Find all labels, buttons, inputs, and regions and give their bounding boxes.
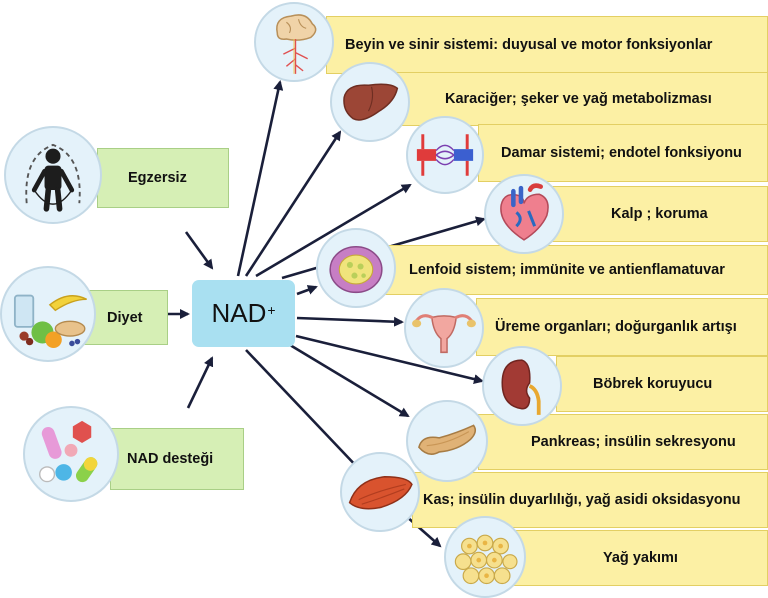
brain-nerves-icon — [254, 2, 334, 82]
input-label-egzersiz: Egzersiz — [128, 170, 187, 186]
effect-box-damar: Damar sistemi; endotel fonksiyonu — [478, 124, 768, 182]
arrow-to-pankreas — [289, 343, 410, 418]
effect-label-yag-yakimi: Yağ yakımı — [603, 550, 678, 566]
fat-cells-icon — [444, 516, 526, 598]
effect-box-kalp: Kalp ; koruma — [548, 186, 768, 242]
arrow-to-beyin — [236, 80, 284, 277]
effect-label-lenfoid: Lenfoid sistem; immünite ve antienflamat… — [409, 262, 725, 278]
input-box-nad-destegi: NAD desteği — [110, 428, 244, 490]
effect-label-kalp: Kalp ; koruma — [611, 206, 708, 222]
input-label-nad-destegi: NAD desteği — [127, 451, 214, 467]
liver-icon — [330, 62, 410, 142]
effect-label-bobrek: Böbrek koruyucu — [593, 376, 713, 392]
effect-box-pankreas: Pankreas; insülin sekresyonu — [478, 414, 768, 470]
arrow-to-damar — [255, 183, 412, 278]
heart-icon — [484, 174, 564, 254]
effect-label-damar: Damar sistemi; endotel fonksiyonu — [501, 145, 742, 161]
effect-label-beyin: Beyin ve sinir sistemi: duyusal ve motor… — [345, 37, 713, 53]
arrow-to-kas — [245, 349, 362, 472]
effect-label-kas: Kas; insülin duyarlılığı, yağ asidi oksi… — [423, 492, 741, 508]
nad-center-box: NAD+ — [192, 280, 295, 347]
nad-superscript: + — [267, 301, 276, 318]
arrow-to-lenfoid — [296, 285, 318, 296]
blood-vessels-icon — [406, 116, 484, 194]
kidney-icon — [482, 346, 562, 426]
arrow-egzersiz-to-nad — [184, 231, 214, 270]
arrow-to-karaciger — [244, 130, 342, 277]
pancreas-icon — [406, 400, 488, 482]
food-icon — [0, 266, 96, 362]
effect-box-lenfoid: Lenfoid sistem; immünite ve antienflamat… — [384, 245, 768, 295]
arrow-to-bobrek — [295, 334, 484, 384]
arrow-nad-destegi-to-nad — [186, 356, 214, 409]
uterus-icon — [404, 288, 484, 368]
arrow-to-yag-yakimi — [405, 515, 442, 548]
effect-label-karaciger: Karaciğer; şeker ve yağ metabolizması — [445, 91, 712, 107]
muscle-icon — [340, 452, 420, 532]
effect-box-yag-yakimi: Yağ yakımı — [514, 530, 768, 586]
nad-label: NAD — [211, 298, 267, 328]
effect-box-beyin: Beyin ve sinir sistemi: duyusal ve motor… — [326, 16, 768, 74]
input-box-egzersiz: Egzersiz — [97, 148, 229, 208]
input-label-diyet: Diyet — [107, 309, 143, 326]
effect-label-pankreas: Pankreas; insülin sekresyonu — [531, 434, 736, 450]
lymphoid-cell-icon — [316, 228, 396, 308]
supplement-pills-icon — [23, 406, 119, 502]
effect-label-ureme: Üreme organları; doğurganlık artışı — [495, 319, 737, 335]
effect-box-bobrek: Böbrek koruyucu — [556, 356, 768, 412]
arrow-to-ureme — [296, 316, 404, 327]
jump-rope-person-icon — [4, 126, 102, 224]
